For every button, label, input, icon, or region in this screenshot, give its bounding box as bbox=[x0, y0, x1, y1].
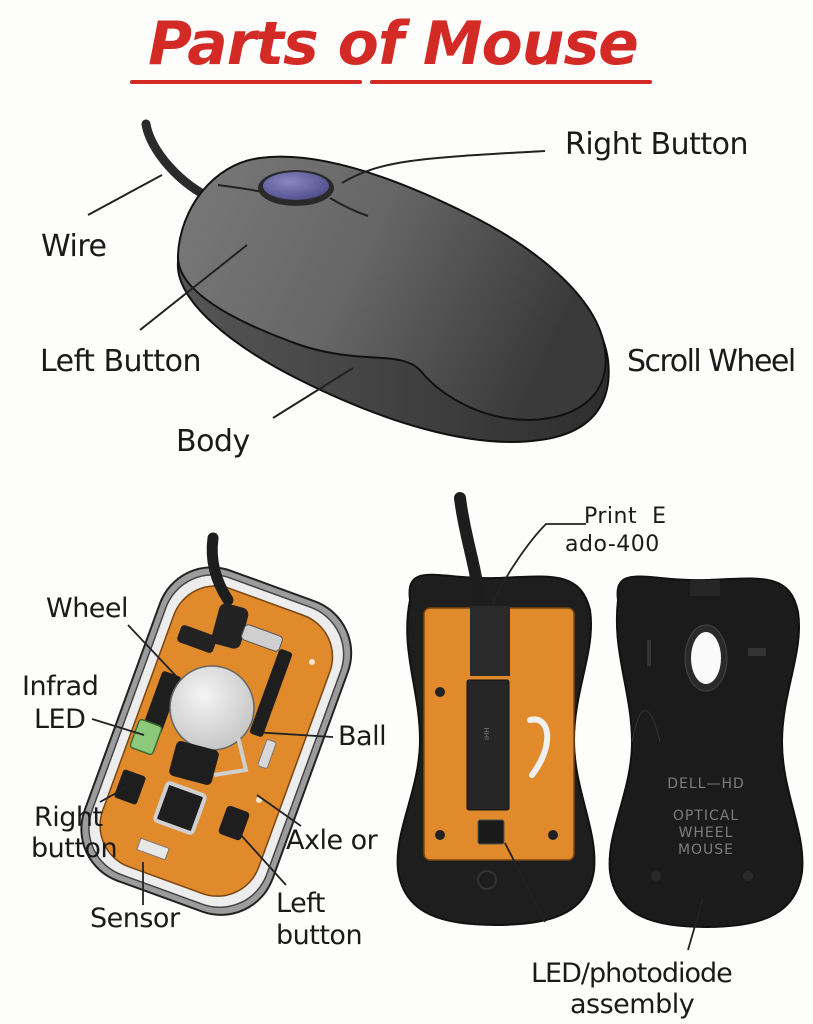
ball-mouse-icon bbox=[80, 532, 353, 916]
embossed-brand: DELL—HD bbox=[667, 776, 745, 792]
label-right-button: Right Button bbox=[565, 127, 749, 162]
embossed-line1: OPTICAL bbox=[672, 808, 740, 824]
title-underline-left bbox=[130, 80, 362, 84]
label-left-button: Left Button bbox=[40, 344, 201, 379]
embossed-line3: MOUSE bbox=[677, 842, 735, 858]
optical-mouse-open-icon: iHH bbox=[396, 492, 596, 927]
top-mouse-icon bbox=[87, 119, 610, 443]
label-wheel: Wheel bbox=[46, 593, 129, 624]
label-wire: Wire bbox=[41, 229, 107, 264]
label-right-button-line2: button bbox=[31, 833, 118, 864]
label-infrared-led-line1: Infrad bbox=[22, 671, 99, 702]
label-ball: Ball bbox=[338, 721, 387, 752]
label-sensor: Sensor bbox=[90, 903, 180, 934]
title-underline-right bbox=[370, 80, 652, 84]
label-print-line1: Print E bbox=[584, 504, 667, 529]
label-infrared-led-line2: LED bbox=[34, 704, 86, 735]
embossed-line2: WHEEL bbox=[678, 825, 734, 841]
label-body: Body bbox=[176, 424, 250, 459]
optical-mouse-bottom-icon bbox=[608, 575, 804, 951]
label-left-button-line2: button bbox=[276, 920, 363, 951]
label-print-line2: ado-400 bbox=[565, 532, 660, 557]
label-led-assembly-line2: assembly bbox=[570, 989, 695, 1020]
page-title: Parts of Mouse bbox=[148, 9, 639, 79]
label-led-assembly-line1: LED/photodiode bbox=[531, 958, 733, 989]
label-right-button-line1: Right bbox=[34, 802, 103, 833]
label-axle: Axle or bbox=[286, 825, 378, 856]
label-scroll-wheel: Scroll Wheel bbox=[627, 344, 796, 379]
label-left-button-line1: Left bbox=[276, 888, 325, 919]
svg-text:iHH: iHH bbox=[483, 728, 491, 740]
